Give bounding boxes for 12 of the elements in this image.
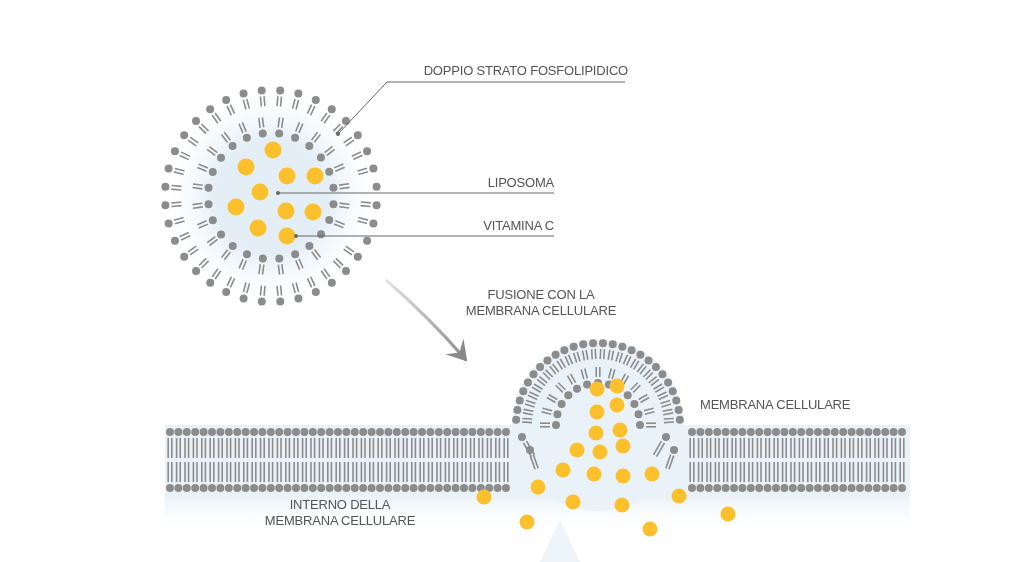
leader-line	[336, 81, 626, 136]
callout-label: VITAMINA C	[466, 218, 554, 234]
leader-line	[276, 191, 555, 195]
region-label: MEMBRANA CELLULARE	[700, 397, 852, 413]
region-label: INTERNO DELLA MEMBRANA CELLULARE	[263, 497, 417, 529]
caption-text: FUSIONE CON LA MEMBRANA CELLULARE	[464, 287, 618, 319]
curved-arrow	[385, 278, 468, 362]
callout-label: LIPOSOMA	[470, 175, 554, 191]
vitamin-c-dot	[278, 227, 296, 245]
liposome-drawing	[160, 85, 382, 307]
leader-line	[294, 234, 555, 238]
callout-label: DOPPIO STRATO FOSFOLIPIDICO	[398, 63, 628, 79]
